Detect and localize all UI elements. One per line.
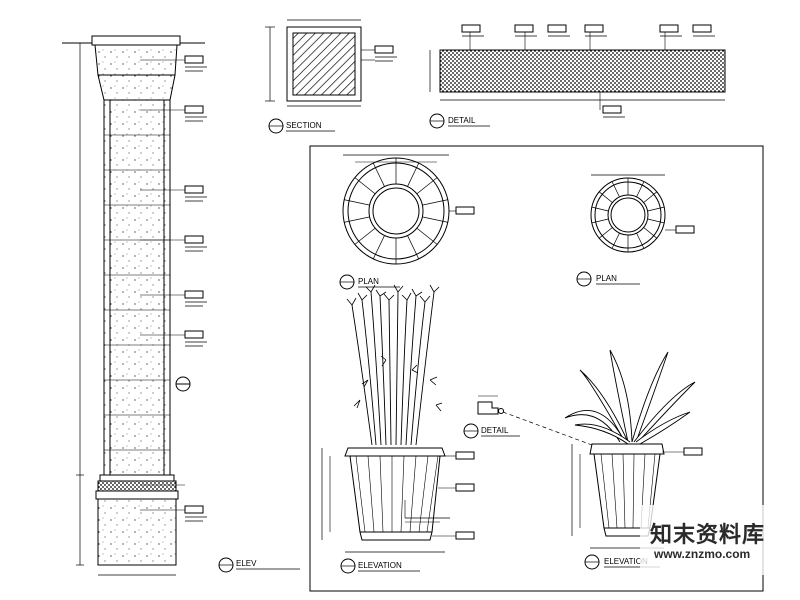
elevation-right-title: ELEVATION — [604, 557, 648, 566]
bamboo-stalks — [351, 291, 435, 446]
planter-plan-large — [342, 154, 475, 265]
column-elev-title-block: ELEV — [218, 557, 300, 573]
section-drawing — [265, 19, 397, 107]
section-title: SECTION — [286, 121, 322, 130]
planter-elevation-bamboo — [321, 284, 475, 553]
elevation-mid-title: ELEVATION — [358, 561, 402, 570]
watermark: 知末资料库 www.znzmo.com — [640, 505, 800, 575]
watermark-url: www.znzmo.com — [654, 547, 751, 561]
plan-small-title-block: PLAN — [576, 271, 640, 287]
plan-small-title: PLAN — [596, 274, 617, 283]
detail-top-title-block: DETAIL — [429, 113, 490, 129]
plan-title-block: PLAN — [339, 274, 400, 290]
detail-mid-title-block: DETAIL — [463, 423, 520, 439]
column-elevation — [62, 35, 207, 576]
detail-top-title: DETAIL — [448, 116, 476, 125]
detail-callout — [477, 395, 601, 449]
watermark-logo-text: 知末资料库 — [650, 522, 766, 547]
detail-strip — [429, 24, 726, 118]
section-title-block: SECTION — [268, 118, 335, 134]
elevation-mid-title-block: ELEVATION — [340, 558, 420, 574]
plan-title: PLAN — [358, 277, 379, 286]
planter-plan-small — [590, 174, 695, 253]
planter-sheet-frame — [309, 145, 764, 592]
broad-leaves — [564, 349, 696, 445]
bamboo-leaves — [346, 284, 443, 412]
elev-column-title: ELEV — [236, 559, 257, 568]
detail-mid-title: DETAIL — [481, 426, 509, 435]
